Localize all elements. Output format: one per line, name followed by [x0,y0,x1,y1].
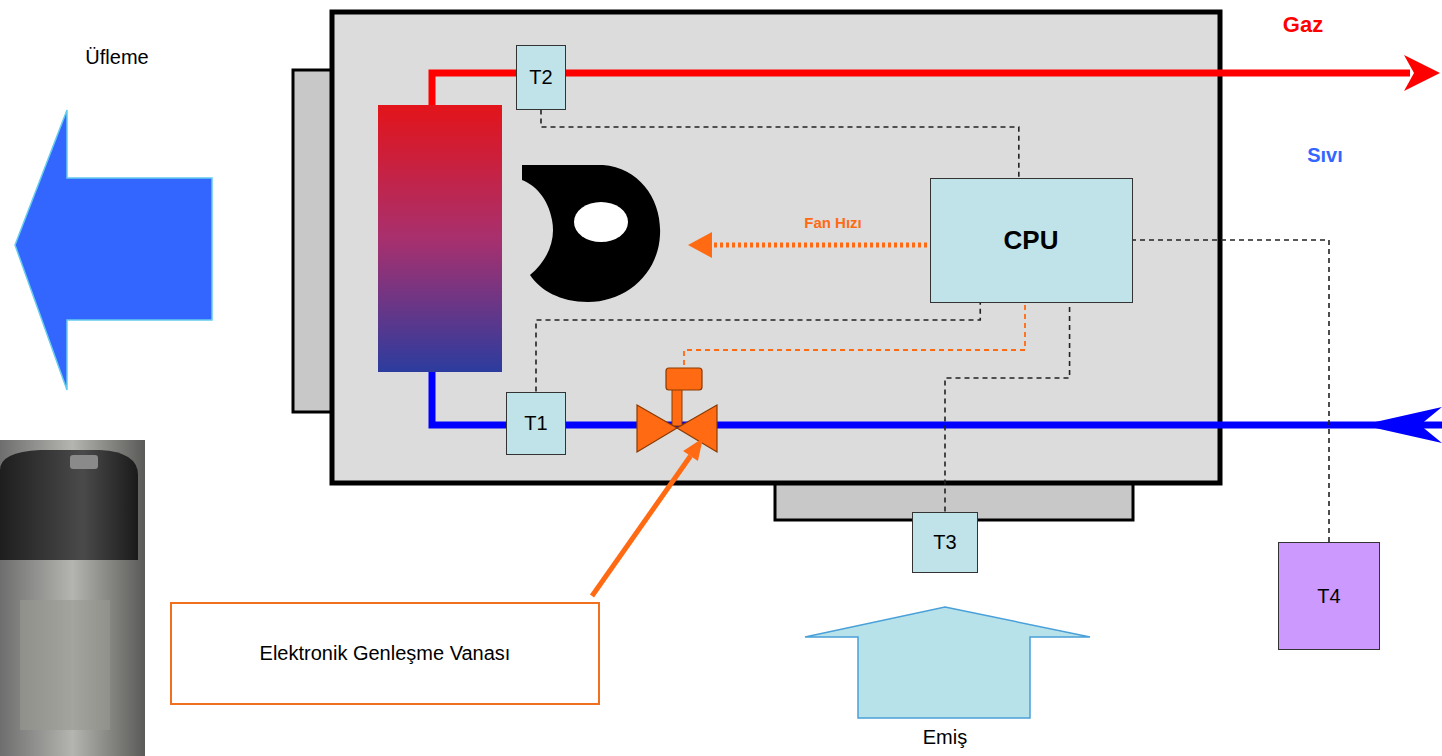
return-air-arrow [805,607,1090,718]
line-label: Sıvı [1307,144,1343,167]
airflow-label: Emiş [923,726,967,749]
node-text: T3 [933,531,956,554]
cpu-box: CPU [930,178,1133,303]
callout-leader [592,456,691,596]
gas-line [432,73,1410,106]
valve-photo-body [20,600,110,730]
liquid-arrowhead [1362,407,1442,443]
sensor-wire [541,110,1019,178]
valve-stem [672,388,682,426]
fan-hub [574,202,628,242]
sensor-wire [1133,240,1330,542]
evaporator-coil [378,105,502,372]
line-label: Gaz [1283,12,1323,38]
valve-photo-cap [0,450,138,560]
valve-body-left [637,405,677,452]
valve-photo-clip [70,455,98,469]
liquid-line [432,370,1442,425]
fan-speed-signal [708,243,928,248]
sensor-wire [945,303,1070,512]
valve-signal-wire [684,305,1025,368]
node-text: T1 [524,412,547,435]
gas-arrowhead [1404,55,1440,91]
indoor-unit-housing [332,12,1220,483]
node-text: Elektronik Genleşme Vanası [260,642,511,665]
node-text: T4 [1317,585,1340,608]
sensor-wire [536,303,980,392]
sensor-box: T3 [912,512,978,573]
valve-actuator [666,368,702,390]
callout-box: Elektronik Genleşme Vanası [170,602,600,705]
callout-arrowhead [683,438,703,461]
node-text: CPU [1004,225,1059,256]
sensor-box: T2 [516,45,566,110]
supply-air-arrow [15,110,212,390]
sensor-box: T1 [506,392,566,455]
node-text: T2 [529,66,552,89]
fan-speed-arrowhead [688,232,712,258]
blower-fan [522,165,660,302]
valve-photo [0,440,145,756]
airflow-label: Üfleme [85,46,148,69]
front-panel [293,70,333,412]
sensor-box: T4 [1278,542,1380,650]
signal-label: Fan Hızı [804,214,862,231]
